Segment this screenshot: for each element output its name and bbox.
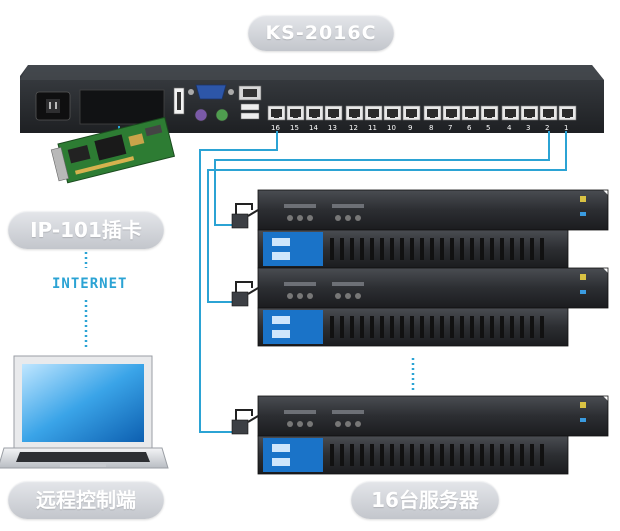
- cable-port1: [207, 131, 567, 303]
- cable-port2: [214, 131, 550, 226]
- port-label: 13: [328, 124, 337, 132]
- port-label: 12: [349, 124, 358, 132]
- server-unit: [231, 189, 609, 269]
- ip-card-slot: [79, 89, 165, 125]
- port-label: 1: [564, 124, 568, 132]
- port-label: 16: [271, 124, 280, 132]
- server-unit: [231, 267, 609, 347]
- laptop-icon: [0, 355, 169, 469]
- cable-port16: [199, 131, 278, 433]
- port-label: 11: [368, 124, 377, 132]
- power-inlet-icon: [35, 91, 71, 121]
- internet-label: INTERNET: [52, 276, 128, 292]
- device-model-label: KS-2016C: [248, 15, 394, 51]
- port-label: 14: [309, 124, 318, 132]
- dotted-links: [84, 252, 415, 390]
- remote-console-label: 远程控制端: [8, 481, 164, 519]
- ip-card-label: IP-101插卡: [8, 211, 164, 249]
- kvm-switch: 16 15 14 13 12 11 10 9 8 7 6 5 4 3 2 1: [20, 65, 604, 133]
- ip-card-icon: [50, 116, 176, 184]
- lan-port-icon: [238, 85, 262, 101]
- vga-port-icon: [188, 84, 234, 100]
- ps2-mouse-port-icon: [215, 108, 229, 122]
- port-label: 10: [387, 124, 396, 132]
- port-label: 2: [545, 124, 549, 132]
- port-label: 15: [290, 124, 299, 132]
- port-label: 9: [408, 124, 412, 132]
- port-label: 5: [486, 124, 490, 132]
- usb-port-icon: [240, 112, 260, 120]
- port-number-labels: 16 15 14 13 12 11 10 9 8 7 6 5 4 3 2 1: [271, 124, 568, 132]
- port-label: 4: [507, 124, 512, 132]
- connection-cables: [118, 126, 567, 433]
- servers-label: 16台服务器: [351, 481, 499, 519]
- server-unit: [231, 395, 609, 475]
- port-label: 3: [526, 124, 530, 132]
- usb-port-icon: [240, 103, 260, 111]
- port-label: 6: [467, 124, 472, 132]
- port-label: 7: [448, 124, 452, 132]
- port-label: 8: [429, 124, 433, 132]
- ps2-keyboard-port-icon: [194, 108, 208, 122]
